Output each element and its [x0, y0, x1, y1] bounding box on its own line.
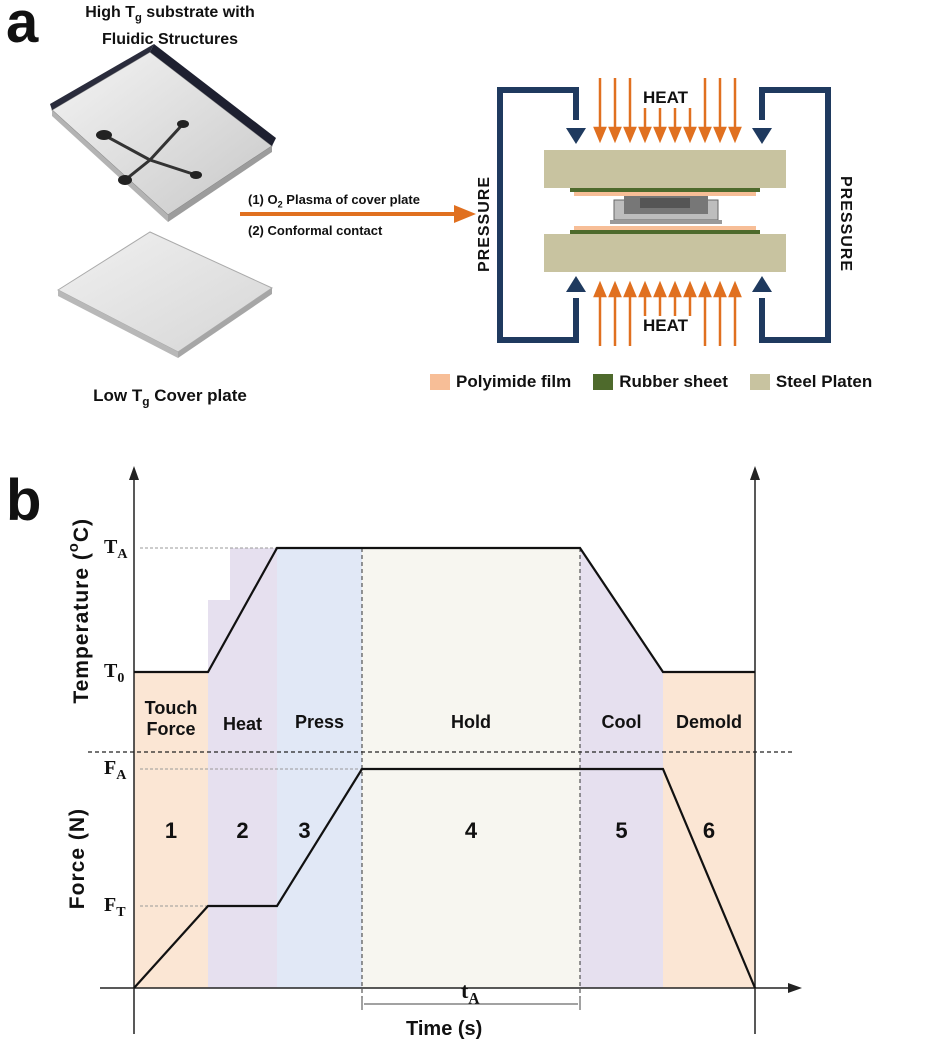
legend-steel: Steel Platen [749, 372, 872, 392]
process-step-2: (2) Conformal contact [248, 223, 383, 238]
phase-bg-touch [134, 672, 208, 988]
steel-swatch [749, 374, 770, 390]
force-profile [133, 767, 757, 989]
tick-ft: FT [104, 894, 126, 920]
phase-bg-demold [663, 672, 755, 988]
fluidic-channels [103, 122, 197, 182]
phase-number-6: 6 [702, 818, 716, 843]
legend: Polyimide film Rubber sheet Steel Platen [430, 372, 872, 392]
polyimide-film-top [574, 192, 756, 196]
legend-rubber: Rubber sheet [593, 372, 728, 392]
top-device-label: High Tg substrate with Fluidic Structure… [85, 4, 255, 49]
panel-a-devices [50, 44, 476, 358]
phase-number-5: 5 [615, 818, 628, 843]
phase-label-demold: Demold [675, 712, 742, 732]
heat-label-bottom: HEAT [640, 316, 692, 336]
tick-ta: TA [104, 536, 128, 562]
force-axis-title: Force (N) [66, 808, 89, 910]
heat-label-top: HEAT [640, 88, 692, 108]
pressure-label-right: PRESSURE [837, 176, 854, 273]
cover-plate [56, 231, 274, 358]
time-axis-title: Time (s) [406, 1018, 483, 1040]
phase-number-4: 4 [464, 818, 478, 843]
rubber-sheet-bottom [570, 230, 760, 234]
temperature-axis-title: Temperature (oC) [66, 518, 93, 704]
press-apparatus [497, 78, 831, 346]
steel-platen-bottom [544, 234, 786, 272]
pressure-frame-right [759, 87, 831, 343]
rubber-sheet-top [570, 188, 760, 192]
phase-number-1: 1 [164, 818, 178, 843]
ta-label: tA [461, 978, 480, 1008]
process-arrow [240, 205, 476, 223]
panel-b-letter: b [6, 468, 42, 533]
temperature-profile [134, 546, 755, 674]
phase-label-cool: Cool [601, 712, 642, 732]
heat-arrows-bottom [593, 280, 742, 346]
substrate-plate [50, 44, 276, 222]
bottom-device-label: Low Tg Cover plate [93, 386, 247, 409]
phase-label-press: Press [294, 712, 345, 732]
polyimide-swatch [430, 374, 450, 390]
phase-number-3: 3 [298, 818, 311, 843]
legend-polyimide: Polyimide film [430, 372, 571, 392]
heat-arrows-top [593, 78, 742, 144]
phase-bg-press [277, 548, 362, 988]
phase-number-2: 2 [236, 818, 249, 843]
panel-a-letter: a [6, 0, 39, 55]
phase-label-hold: Hold [451, 712, 491, 732]
tick-t0: T0 [104, 660, 125, 686]
phase-label-heat: Heat [222, 714, 262, 734]
tick-fa: FA [104, 757, 127, 783]
pressure-frame-left [497, 87, 579, 343]
device-stack [610, 196, 722, 224]
process-step-1: (1) O2 Plasma of cover plate [248, 192, 420, 210]
steel-platen-top [544, 150, 786, 188]
polyimide-film-bottom [574, 226, 756, 230]
rubber-swatch [593, 374, 614, 390]
